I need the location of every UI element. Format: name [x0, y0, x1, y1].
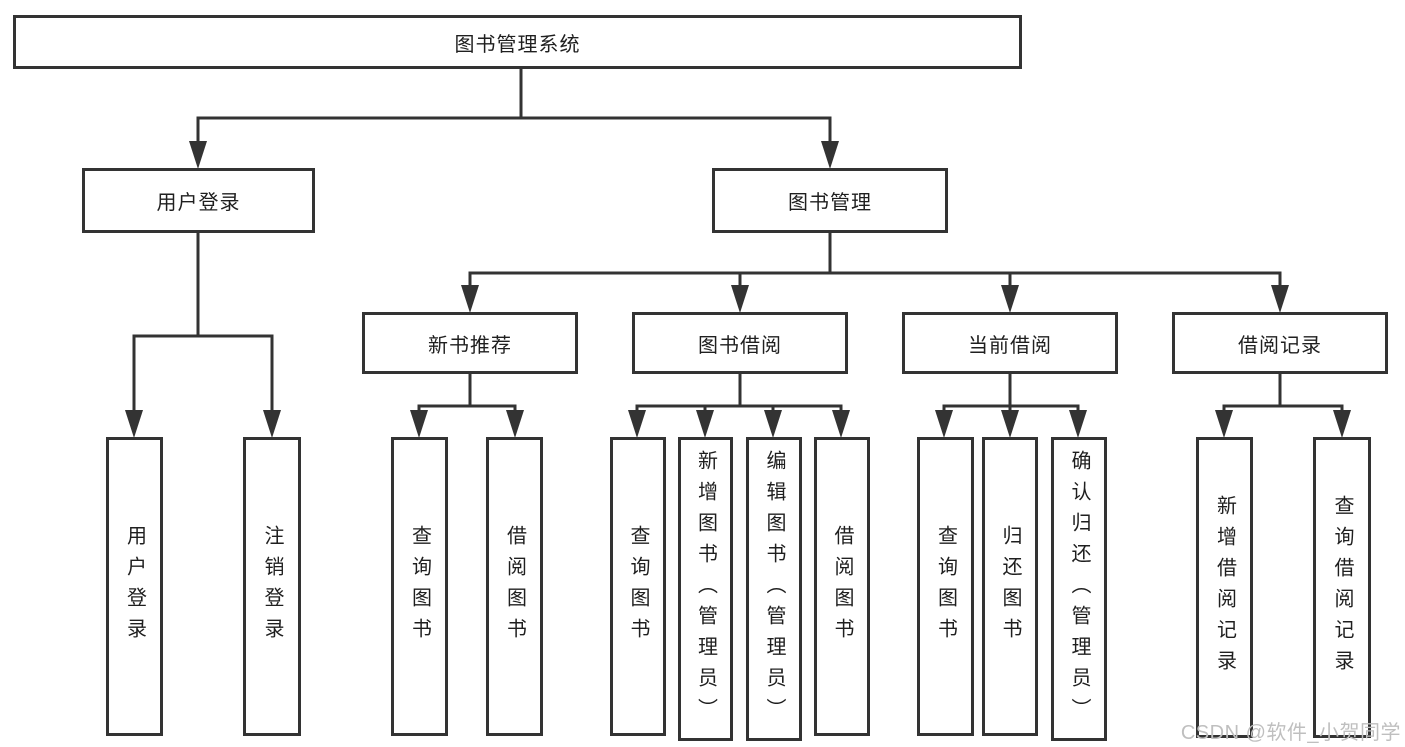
- arrowhead: [731, 285, 749, 313]
- arrowhead: [410, 410, 428, 438]
- connector-current-to-leaves: [935, 373, 1087, 438]
- leaf-label: 查询图书: [408, 524, 431, 649]
- arrowhead: [1069, 410, 1087, 438]
- arrowhead: [461, 285, 479, 313]
- leaf-label: 查询图书: [934, 524, 957, 649]
- leaf-label: 归还图书: [999, 524, 1021, 649]
- arrowhead: [832, 410, 850, 438]
- leaf-return-books: 归还图书: [982, 437, 1038, 736]
- leaf-borrow-books: 借阅图书: [814, 437, 870, 736]
- arrowhead: [1271, 285, 1289, 313]
- node-borrowing-records: 借阅记录: [1172, 312, 1388, 374]
- arrowhead: [1001, 285, 1019, 313]
- node-root: 图书管理系统: [13, 15, 1022, 69]
- node-current-borrowing: 当前借阅: [902, 312, 1118, 374]
- arrowhead: [506, 410, 524, 438]
- arrowhead: [764, 410, 782, 438]
- leaf-query-borrow-record: 查询借阅记录: [1313, 437, 1371, 738]
- arrowhead: [696, 410, 714, 438]
- connector-root-to-level2: [189, 68, 839, 169]
- arrowhead: [628, 410, 646, 438]
- leaf-label: 编辑图书（管理员）: [763, 449, 785, 729]
- leaf-label: 借阅图书: [503, 524, 526, 649]
- leaf-query-books-rec: 查询图书: [391, 437, 448, 736]
- connector-newbook-to-leaves: [410, 373, 524, 438]
- arrowhead: [935, 410, 953, 438]
- leaf-label: 借阅图书: [831, 524, 853, 649]
- leaf-label: 新增借阅记录: [1213, 494, 1236, 681]
- leaf-label: 查询图书: [627, 524, 649, 649]
- leaf-query-books-borrow: 查询图书: [610, 437, 666, 736]
- leaf-confirm-return-admin: 确认归还（管理员）: [1051, 437, 1107, 741]
- leaf-logout: 注销登录: [243, 437, 301, 736]
- leaf-add-borrow-record: 新增借阅记录: [1196, 437, 1253, 738]
- arrowhead: [1001, 410, 1019, 438]
- node-new-book-recommendation: 新书推荐: [362, 312, 578, 374]
- leaf-borrow-books-rec: 借阅图书: [486, 437, 543, 736]
- arrowhead: [1215, 410, 1233, 438]
- arrowhead: [189, 141, 207, 169]
- leaf-query-books-current: 查询图书: [917, 437, 974, 736]
- arrowhead: [1333, 410, 1351, 438]
- leaf-label: 新增图书（管理员）: [694, 449, 717, 729]
- leaf-add-books-admin: 新增图书（管理员）: [678, 437, 733, 741]
- leaf-label: 查询借阅记录: [1331, 494, 1353, 681]
- connector-records-to-leaves: [1215, 373, 1351, 438]
- node-book-management: 图书管理: [712, 168, 948, 233]
- leaf-user-login: 用户登录: [106, 437, 163, 736]
- leaf-label: 注销登录: [261, 524, 283, 649]
- node-user-login: 用户登录: [82, 168, 315, 233]
- arrowhead: [821, 141, 839, 169]
- connector-bookmgmt-to-level3: [461, 232, 1289, 313]
- leaf-edit-books-admin: 编辑图书（管理员）: [746, 437, 802, 741]
- connector-userlogin-to-leaves: [125, 232, 281, 438]
- connector-borrow-to-leaves: [628, 373, 850, 438]
- arrowhead: [263, 410, 281, 438]
- arrowhead: [125, 410, 143, 438]
- leaf-label: 确认归还（管理员）: [1068, 449, 1090, 729]
- csdn-watermark: CSDN @软件_小贺同学: [1180, 722, 1401, 744]
- node-book-borrowing: 图书借阅: [632, 312, 848, 374]
- leaf-label: 用户登录: [123, 524, 146, 649]
